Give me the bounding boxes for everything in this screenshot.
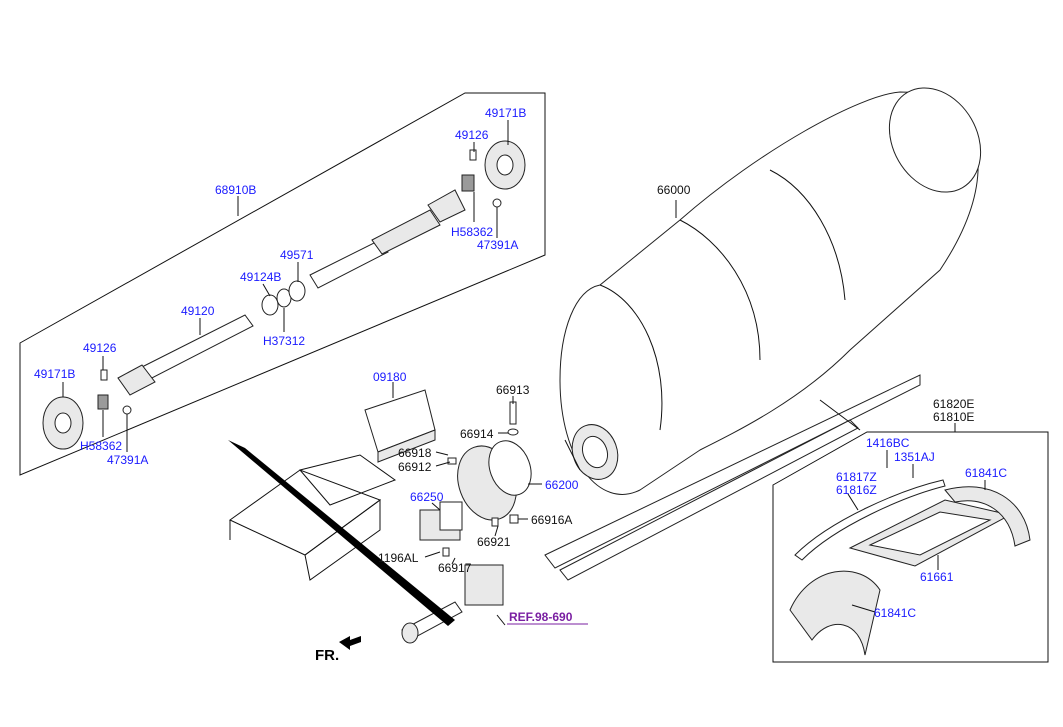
label-61841C-top[interactable]: 61841C [965,466,1007,480]
label-47391A-top[interactable]: 47391A [477,238,518,252]
label-66917: 66917 [438,561,472,575]
mixer-drum [544,87,982,581]
section-pointer-wedge [228,440,455,626]
label-66000: 66000 [657,183,691,197]
label-66918: 66918 [398,446,432,460]
label-49120[interactable]: 49120 [181,304,215,318]
front-indicator-label: FR. [315,647,339,664]
label-61810E: 61810E [933,410,974,424]
fender-group-outline [772,431,1049,663]
label-49171B-top[interactable]: 49171B [485,106,526,120]
ref-link-98-690[interactable]: REF.98-690 [509,610,573,624]
front-arrow-icon [339,636,361,650]
label-09180[interactable]: 09180 [373,370,407,384]
fender-rear-drawing [944,486,1031,547]
label-66250[interactable]: 66250 [410,490,444,504]
label-1351AJ[interactable]: 1351AJ [894,450,935,464]
label-68910B[interactable]: 68910B [215,183,256,197]
label-61661[interactable]: 61661 [920,570,954,584]
label-49126-left[interactable]: 49126 [83,341,117,355]
label-66912: 66912 [398,460,432,474]
fender-strip-drawing [794,479,946,561]
center-parts: 09180 66913 66914 66918 66912 66200 6625… [228,370,588,664]
label-H58362-top[interactable]: H58362 [451,225,493,239]
label-1196AL: 1196AL [378,551,419,565]
label-49571[interactable]: 49571 [280,248,314,262]
label-66913: 66913 [496,383,530,397]
label-61816Z[interactable]: 61816Z [836,483,877,497]
label-66914: 66914 [460,427,494,441]
shaft-assembly-drawing [42,140,526,450]
label-H37312[interactable]: H37312 [263,334,305,348]
label-66921: 66921 [477,535,511,549]
label-66916A: 66916A [531,513,572,527]
label-47391A-left[interactable]: 47391A [107,453,148,467]
label-49126-top[interactable]: 49126 [455,128,489,142]
label-61820E: 61820E [933,397,974,411]
label-H58362-left[interactable]: H58362 [80,439,122,453]
label-1416BC[interactable]: 1416BC [866,436,910,450]
label-49124B[interactable]: 49124B [240,270,281,284]
shaft-group-outline [19,92,546,476]
label-61841C-bottom[interactable]: 61841C [874,606,916,620]
label-49171B-left[interactable]: 49171B [34,367,75,381]
label-66200[interactable]: 66200 [545,478,579,492]
fender-panel: 61820E 61810E 1416BC 1351AJ 61817Z 61816… [772,397,1049,663]
label-61817Z[interactable]: 61817Z [836,470,877,484]
propeller-shaft-panel: 68910B 49171B 49126 H58362 47391A 49571 … [19,92,546,476]
fender-front-drawing [789,570,881,656]
shaft-leader-lines [62,120,509,452]
